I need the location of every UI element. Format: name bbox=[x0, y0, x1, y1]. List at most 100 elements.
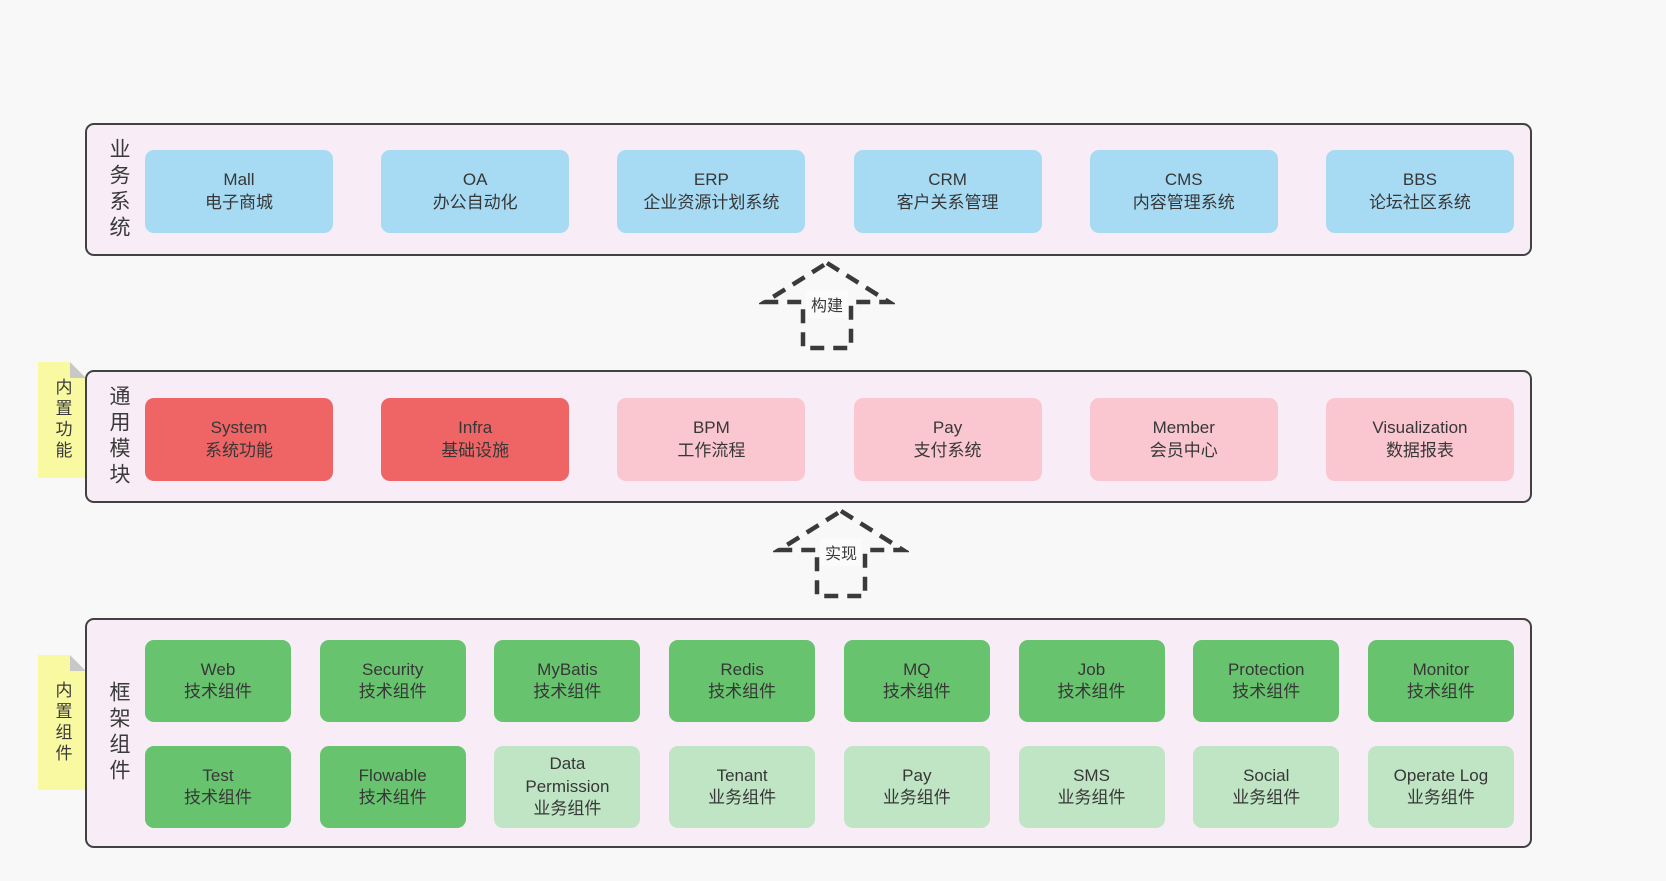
box-title: Pay bbox=[932, 418, 963, 438]
arrow-build-label: 构建 bbox=[805, 290, 849, 318]
box-title: CRM bbox=[928, 170, 967, 190]
box-subtitle: 会员中心 bbox=[1149, 440, 1218, 460]
up-arrow-dashed-icon bbox=[773, 508, 909, 599]
box-monitor: Monitor 技术组件 bbox=[1367, 640, 1514, 722]
box-visualization: Visualization 数据报表 bbox=[1325, 398, 1514, 481]
box-test: Test 技术组件 bbox=[145, 746, 291, 828]
box-subtitle: 系统功能 bbox=[205, 440, 273, 460]
box-pay-component: Pay 业务组件 bbox=[843, 746, 990, 828]
box-subtitle: 技术组件 bbox=[184, 682, 252, 701]
box-title: Pay bbox=[902, 765, 932, 785]
box-job: Job 技术组件 bbox=[1018, 640, 1165, 722]
box-system: System 系统功能 bbox=[145, 398, 333, 481]
box-mq: MQ 技术组件 bbox=[843, 640, 990, 722]
sticky-note-text: 内置组件 bbox=[52, 680, 72, 765]
box-subtitle: 技术组件 bbox=[358, 788, 427, 807]
up-arrow-dashed-icon bbox=[759, 260, 895, 351]
arrow-implement-label: 实现 bbox=[819, 538, 863, 566]
panel-business-systems: 业务系统 Mall 电子商城 OA 办公自动化 ERP 企业资源计划系统 CRM… bbox=[85, 123, 1532, 256]
box-security: Security 技术组件 bbox=[319, 640, 466, 722]
box-title: Member bbox=[1152, 418, 1215, 438]
box-title: Infra bbox=[458, 418, 493, 438]
box-member: Member 会员中心 bbox=[1089, 398, 1278, 481]
box-title: Visualization bbox=[1372, 418, 1468, 438]
box-erp: ERP 企业资源计划系统 bbox=[617, 150, 806, 233]
panel-common-modules: 通用模块 System 系统功能 Infra 基础设施 BPM 工作流程 Pay… bbox=[85, 370, 1532, 503]
box-title: CMS bbox=[1164, 170, 1203, 190]
box-title: BPM bbox=[692, 418, 730, 438]
panel-label-framework-components: 框架组件 bbox=[107, 681, 130, 785]
box-subtitle: 内容管理系统 bbox=[1132, 192, 1235, 212]
arrow-implement: 实现 bbox=[773, 508, 909, 600]
folded-corner-icon bbox=[70, 362, 86, 378]
box-infra: Infra 基础设施 bbox=[381, 398, 570, 481]
box-protection: Protection 技术组件 bbox=[1193, 640, 1340, 722]
box-title: Social bbox=[1243, 765, 1290, 785]
box-data-permission: Data Permission 业务组件 bbox=[494, 746, 641, 828]
box-title: Tenant bbox=[716, 765, 768, 785]
box-redis: Redis 技术组件 bbox=[669, 640, 816, 722]
box-social: Social 业务组件 bbox=[1193, 746, 1340, 828]
box-title: OA bbox=[462, 170, 488, 190]
box-subtitle: 基础设施 bbox=[441, 440, 510, 460]
box-subtitle: 技术组件 bbox=[708, 682, 777, 701]
box-title: SMS bbox=[1073, 765, 1110, 785]
box-subtitle: 电子商城 bbox=[205, 192, 273, 212]
box-title: ERP bbox=[693, 170, 729, 190]
box-title: Data Permission bbox=[525, 754, 610, 796]
arrow-build: 构建 bbox=[759, 260, 895, 352]
box-subtitle: 办公自动化 bbox=[432, 192, 518, 212]
box-subtitle: 工作流程 bbox=[677, 440, 746, 460]
box-title: BBS bbox=[1402, 170, 1437, 190]
box-subtitle: 业务组件 bbox=[1406, 788, 1475, 807]
box-subtitle: 业务组件 bbox=[1057, 788, 1126, 807]
box-subtitle: 业务组件 bbox=[533, 799, 602, 819]
box-title: Flowable bbox=[358, 765, 427, 785]
box-operate-log: Operate Log 业务组件 bbox=[1367, 746, 1514, 828]
box-subtitle: 技术组件 bbox=[358, 682, 427, 701]
box-sms: SMS 业务组件 bbox=[1018, 746, 1165, 828]
panel-label-business-systems: 业务系统 bbox=[107, 137, 130, 242]
box-crm: CRM 客户关系管理 bbox=[853, 150, 1042, 233]
sticky-note-builtin-features: 内置功能 bbox=[38, 362, 86, 478]
box-mybatis: MyBatis 技术组件 bbox=[494, 640, 641, 722]
box-title: Protection bbox=[1227, 659, 1305, 679]
box-cms: CMS 内容管理系统 bbox=[1089, 150, 1278, 233]
box-subtitle: 业务组件 bbox=[1232, 788, 1301, 807]
box-title: Operate Log bbox=[1393, 765, 1489, 785]
box-subtitle: 技术组件 bbox=[533, 682, 602, 701]
box-subtitle: 业务组件 bbox=[882, 788, 951, 807]
box-title: Test bbox=[202, 765, 234, 785]
box-title: MyBatis bbox=[537, 659, 598, 679]
box-title: Web bbox=[200, 659, 236, 679]
box-title: Redis bbox=[720, 659, 764, 679]
box-bbs: BBS 论坛社区系统 bbox=[1325, 150, 1514, 233]
box-subtitle: 数据报表 bbox=[1385, 440, 1454, 460]
box-subtitle: 客户关系管理 bbox=[896, 192, 999, 212]
box-title: MQ bbox=[903, 659, 931, 679]
box-mall: Mall 电子商城 bbox=[145, 150, 333, 233]
box-subtitle: 技术组件 bbox=[1057, 682, 1126, 701]
box-tenant: Tenant 业务组件 bbox=[669, 746, 816, 828]
box-subtitle: 企业资源计划系统 bbox=[643, 192, 780, 212]
sticky-note-text: 内置功能 bbox=[52, 378, 72, 462]
box-oa: OA 办公自动化 bbox=[381, 150, 570, 233]
box-title: Security bbox=[361, 659, 424, 679]
box-subtitle: 支付系统 bbox=[913, 440, 982, 460]
box-web: Web 技术组件 bbox=[145, 640, 291, 722]
panel-framework-components: 框架组件 Web 技术组件 Security 技术组件 MyBatis 技术组件… bbox=[85, 618, 1532, 848]
box-flowable: Flowable 技术组件 bbox=[319, 746, 466, 828]
sticky-note-builtin-components: 内置组件 bbox=[38, 655, 86, 790]
box-pay-module: Pay 支付系统 bbox=[853, 398, 1042, 481]
box-subtitle: 技术组件 bbox=[184, 788, 252, 807]
box-subtitle: 业务组件 bbox=[708, 788, 777, 807]
box-title: Mall bbox=[223, 170, 255, 190]
box-title: System bbox=[210, 418, 268, 438]
folded-corner-icon bbox=[70, 655, 86, 671]
box-subtitle: 技术组件 bbox=[882, 682, 951, 701]
box-title: Job bbox=[1077, 659, 1106, 679]
box-subtitle: 技术组件 bbox=[1406, 682, 1475, 701]
box-bpm: BPM 工作流程 bbox=[617, 398, 806, 481]
panel-label-common-modules: 通用模块 bbox=[107, 384, 130, 489]
